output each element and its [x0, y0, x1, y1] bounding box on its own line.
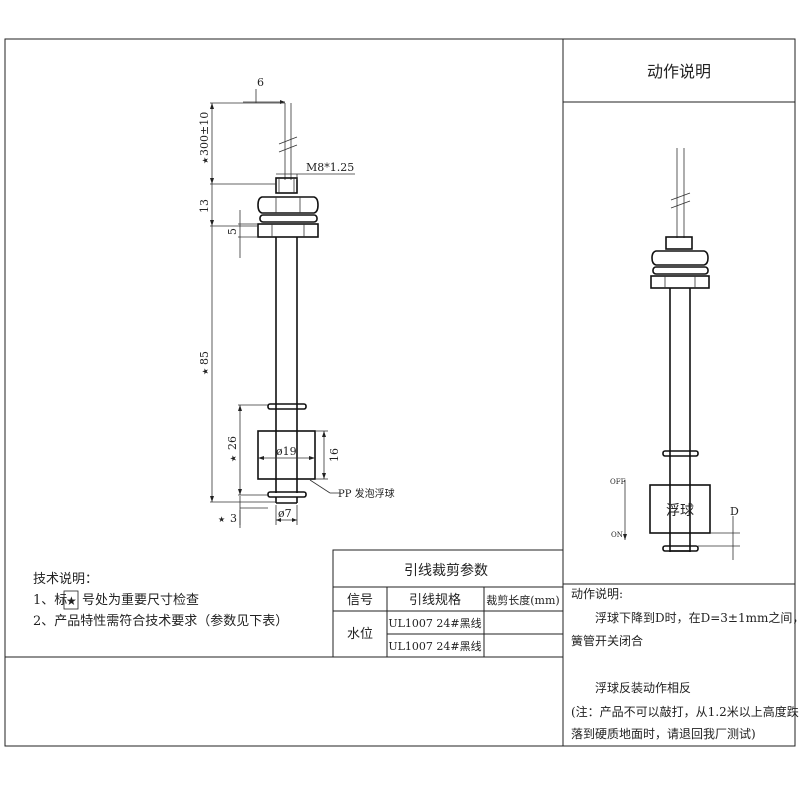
- tech-note-line2: 2、产品特性需符合技术要求（参数见下表）: [33, 613, 288, 629]
- dim-3-label: 3: [230, 512, 237, 525]
- star-85: ★: [201, 368, 210, 375]
- sensor-main-drawing: [257, 103, 319, 504]
- action-desc-line1: 浮球下降到D时，在D=3±1mm之间，干: [595, 611, 800, 625]
- lead-table-row2-spec: UL1007 24#黑线: [388, 639, 481, 653]
- dimension-lines: [210, 89, 355, 528]
- action-diagram: [623, 148, 740, 560]
- star-26: ★: [229, 455, 238, 462]
- action-desc-heading: 动作说明:: [571, 586, 623, 601]
- action-note-line1: (注：产品不可以敲打，从1.2米以上高度跌: [571, 704, 799, 719]
- tech-notes-heading: 技术说明：: [33, 572, 98, 587]
- tech-note-line1-suffix: 号处为重要尺寸检查: [82, 592, 199, 608]
- lead-table: [332, 549, 564, 658]
- dim-6-label: 6: [257, 76, 264, 89]
- d-label: D: [730, 505, 739, 518]
- action-desc-line3: 浮球反装动作相反: [595, 681, 691, 695]
- dim-85-label: 85: [198, 351, 211, 365]
- star-box: [63, 590, 79, 610]
- float-material-label: PP 发泡浮球: [338, 487, 395, 500]
- action-panel-title: 动作说明: [647, 62, 711, 81]
- tech-note-line1-prefix: 1、标: [33, 593, 67, 608]
- lead-table-header-length: 裁剪长度(mm): [486, 593, 559, 607]
- dim-13-label: 13: [198, 199, 211, 213]
- on-label: ON: [611, 531, 623, 539]
- star-3: ★: [218, 515, 225, 524]
- dim-phi7-label: ø7: [278, 507, 292, 520]
- star-box-glyph: ★: [66, 594, 77, 608]
- lead-table-row1-spec: UL1007 24#黑线: [388, 616, 481, 630]
- float-label: 浮球: [666, 503, 694, 519]
- dim-5-label: 5: [226, 228, 239, 235]
- action-desc-line2: 簧管开关闭合: [571, 633, 643, 648]
- star-300: ★: [201, 157, 210, 164]
- action-note-line2: 落到硬质地面时，请退回我厂测试): [571, 726, 756, 741]
- lead-table-signal: 水位: [347, 627, 373, 642]
- dim-phi19-label: ø19: [276, 445, 297, 458]
- off-label: OFF: [610, 478, 626, 486]
- lead-table-header-spec: 引线规格: [409, 592, 461, 608]
- lead-table-header-signal: 信号: [347, 593, 373, 608]
- dim-300-label: 300±10: [198, 112, 211, 156]
- dim-16-label: 16: [328, 448, 341, 462]
- dim-thread-label: M8*1.25: [306, 161, 354, 174]
- lead-table-title: 引线裁剪参数: [404, 562, 488, 579]
- dim-26-label: 26: [226, 436, 239, 450]
